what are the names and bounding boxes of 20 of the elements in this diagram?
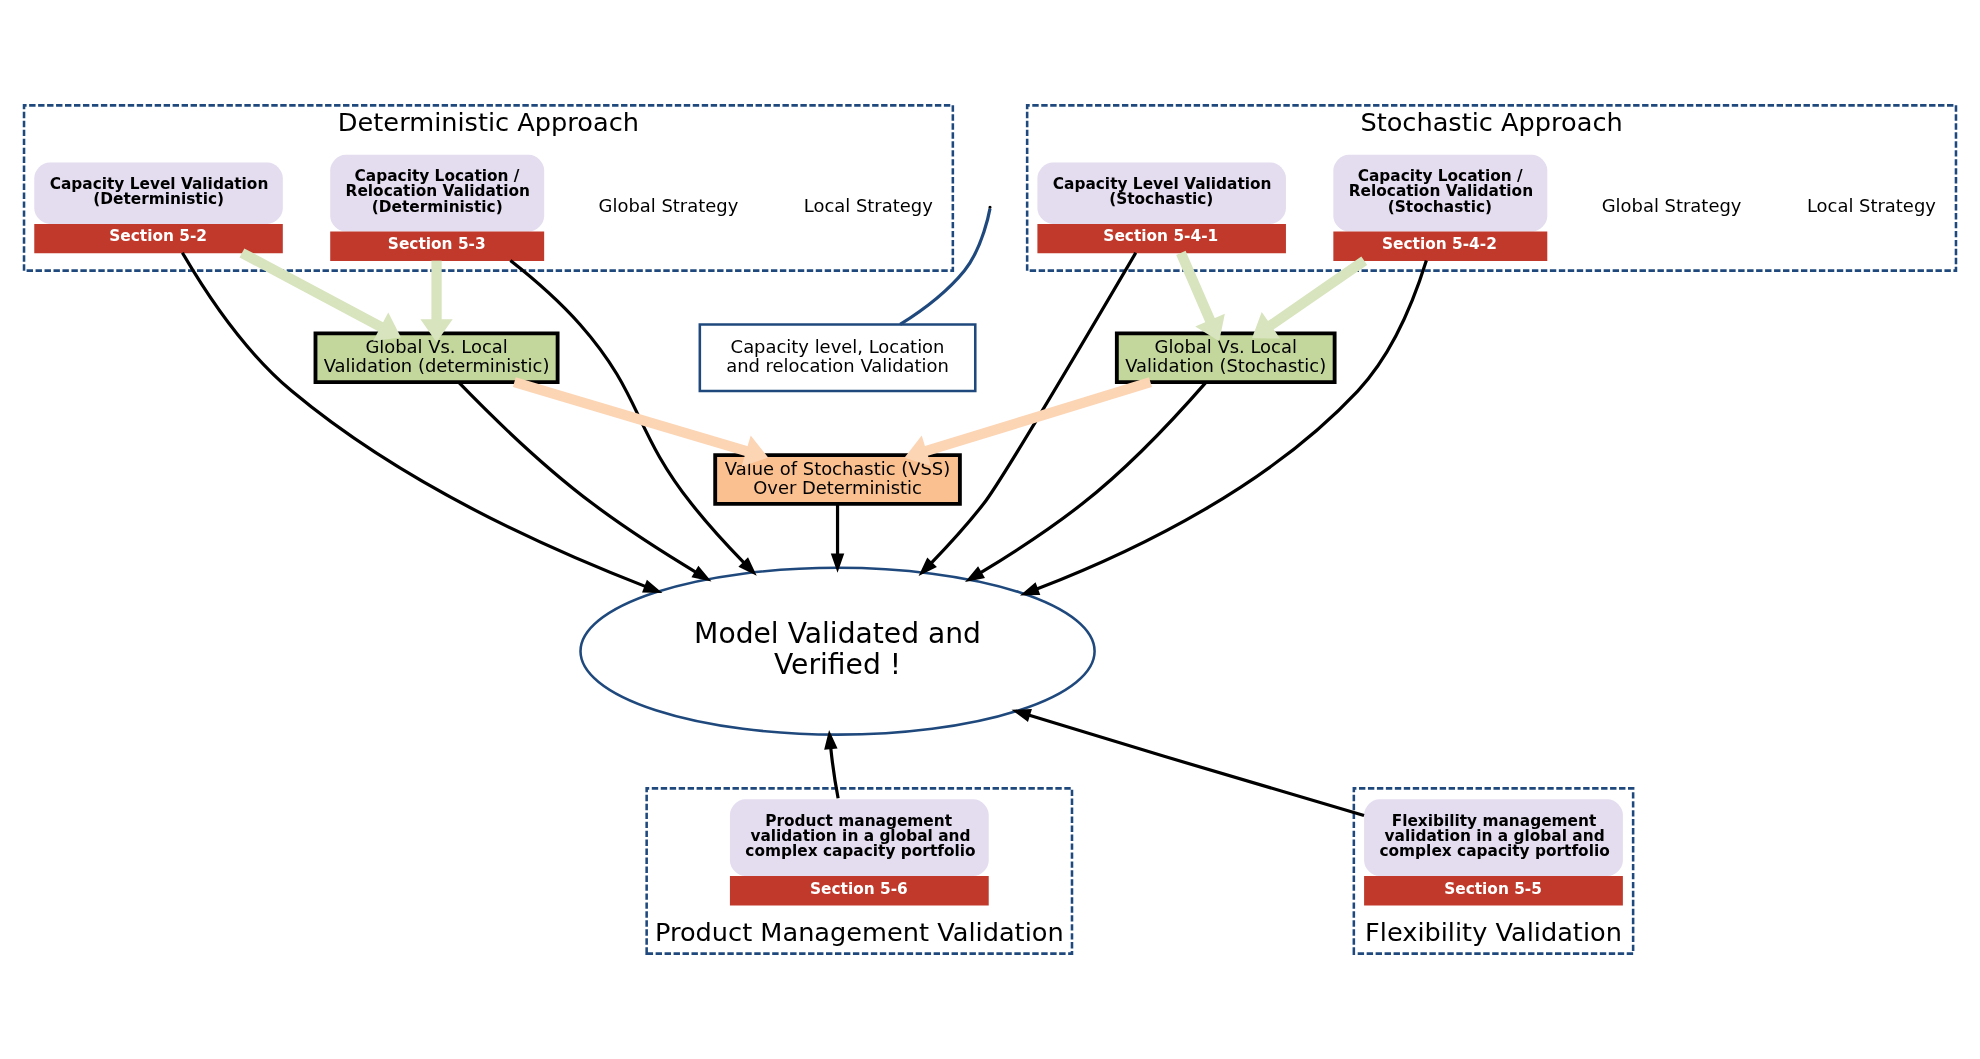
arrow <box>1176 250 1225 342</box>
label: Global Strategy <box>1601 194 1742 216</box>
node-box: Capacity level, Location and relocation Validation <box>698 323 977 393</box>
arrow <box>830 503 845 573</box>
label: Local Strategy <box>803 194 933 216</box>
label: Local Strategy <box>1806 194 1936 216</box>
arrow <box>420 260 453 343</box>
node-box: Global Vs. Local Validation (deterministic) <box>313 331 560 385</box>
arrow <box>239 248 401 341</box>
arrow <box>1011 709 1365 818</box>
arrow <box>509 259 757 576</box>
node-box: Global Vs. Local Validation (Stochastic) <box>1114 331 1337 385</box>
arrow <box>457 381 712 582</box>
arrow <box>1251 256 1368 339</box>
connector <box>899 208 992 326</box>
arrow <box>512 377 769 467</box>
arrow <box>824 729 840 799</box>
label: Global Strategy <box>598 194 739 216</box>
arrow <box>965 381 1208 582</box>
arrow <box>904 377 1152 467</box>
